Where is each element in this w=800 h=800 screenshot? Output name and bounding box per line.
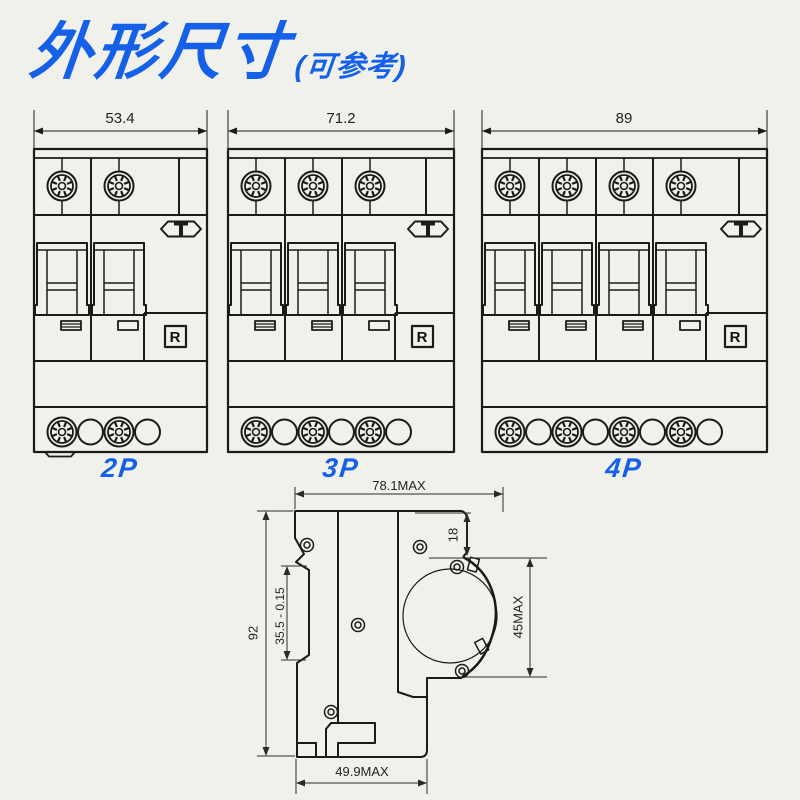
breaker-front-3p-svg — [226, 110, 456, 454]
dim-notch: 18 — [445, 527, 461, 543]
dim-width-bottom: 49.9MAX — [335, 764, 389, 779]
reset-button-label-3p: R — [416, 329, 428, 346]
dim-width-2p: 53.4 — [105, 110, 135, 127]
breaker-front-4p-svg — [480, 110, 769, 454]
reset-button-label-2p: R — [169, 329, 181, 346]
breaker-front-4p-geometry — [480, 110, 769, 454]
side-profile-drawing — [257, 487, 547, 794]
title-note: (可参考) — [293, 51, 409, 84]
breaker-front-2p-geometry — [32, 110, 209, 458]
toggle-lever-arc — [461, 555, 497, 679]
dim-height-total: 92 — [245, 625, 261, 641]
side-screws — [299, 537, 470, 720]
title-main: 外形尺寸 — [26, 18, 294, 87]
page-title: 外形尺寸 (可参考) — [26, 18, 409, 87]
side-body-outline — [294, 510, 498, 758]
breaker-front-3p-geometry — [226, 110, 456, 454]
breaker-front-4p-drawing — [472, 105, 777, 467]
dim-width-4p: 89 — [615, 110, 633, 127]
breaker-front-3p-drawing — [218, 105, 464, 467]
side-dimension-lines — [257, 487, 547, 794]
dim-width-3p: 71.2 — [326, 110, 356, 127]
side-dimension-arrows — [262, 490, 534, 787]
breaker-front-2p-drawing — [24, 105, 217, 467]
dim-handle: 45MAX — [510, 595, 526, 639]
breaker-front-2p-svg — [32, 110, 209, 458]
dim-width-top: 78.1MAX — [372, 478, 426, 493]
pole-label-4p: 4P — [603, 453, 645, 483]
pole-label-2p: 2P — [99, 453, 141, 483]
dim-rail-slot: 35.5 - 0.15 — [273, 587, 287, 645]
reset-button-label-4p: R — [729, 329, 741, 346]
toggle-knob-circle — [402, 568, 498, 664]
